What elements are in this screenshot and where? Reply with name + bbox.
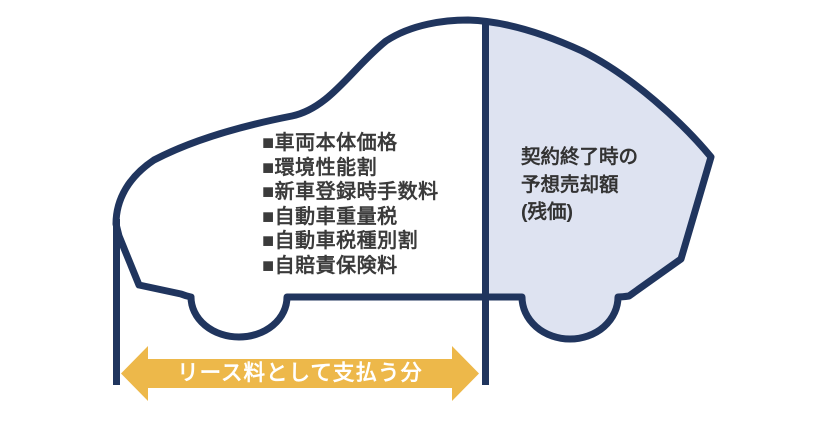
included-costs-list: ■車両本体価格 ■環境性能割 ■新車登録時手数料 ■自動車重量税 ■自動車税種別… — [262, 131, 439, 279]
cost-item: ■新車登録時手数料 — [262, 181, 439, 204]
cost-item: ■自動車税種別割 — [262, 230, 419, 253]
cost-item: ■自動車重量税 — [262, 205, 398, 228]
car-outline — [112, 16, 715, 343]
cost-item: ■環境性能割 — [262, 156, 378, 179]
residual-line: 契約終了時の — [521, 146, 639, 168]
arrow-label: リース料として支払う分 — [177, 361, 423, 385]
residual-value-label: 契約終了時の 予想売却額 (残価) — [521, 144, 638, 227]
cost-item: ■車両本体価格 — [262, 132, 398, 154]
cost-item: ■自賠責保険料 — [262, 254, 398, 277]
lease-payment-arrow — [121, 346, 479, 401]
residual-line: 予想売却額 — [521, 173, 619, 196]
residual-line: (残価) — [521, 201, 573, 223]
